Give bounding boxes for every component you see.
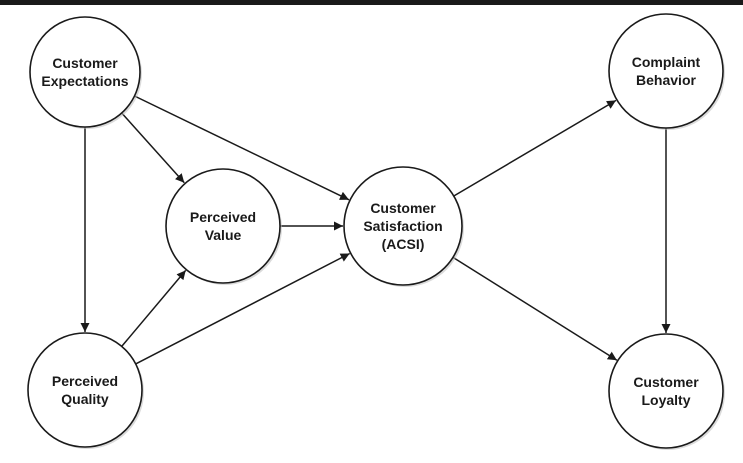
arrow-perceived-quality-to-customer-satisfaction bbox=[135, 252, 351, 365]
top-border-bar bbox=[0, 0, 743, 5]
node-circle bbox=[608, 333, 724, 449]
edges-layer bbox=[80, 95, 671, 365]
node-label-line: Complaint bbox=[632, 54, 701, 70]
node-label-line: Loyalty bbox=[641, 392, 690, 408]
nodes-layer: CustomerExpectationsPerceivedValuePercei… bbox=[27, 13, 725, 450]
arrow-perceived-quality-to-perceived-value bbox=[121, 269, 187, 347]
node-circle bbox=[29, 16, 141, 128]
node-label-line: Perceived bbox=[52, 373, 118, 389]
node-circle bbox=[608, 13, 724, 129]
node-label-line: (ACSI) bbox=[382, 236, 425, 252]
node-label-line: Expectations bbox=[41, 73, 128, 89]
arrow-customer-satisfaction-to-customer-loyalty bbox=[452, 256, 618, 361]
node-label-line: Quality bbox=[61, 391, 109, 407]
arrow-customer-expectations-to-customer-satisfaction bbox=[134, 95, 350, 201]
arrow-customer-satisfaction-to-complaint-behavior bbox=[453, 99, 617, 197]
node-label-line: Customer bbox=[633, 374, 699, 390]
node-label-line: Perceived bbox=[190, 209, 256, 225]
arrow-customer-expectations-to-perceived-value bbox=[121, 112, 185, 184]
node-label-line: Behavior bbox=[636, 72, 696, 88]
node-label-line: Value bbox=[205, 227, 242, 243]
node-circle bbox=[27, 332, 143, 448]
node-circle bbox=[343, 166, 463, 286]
node-label-line: Customer bbox=[52, 55, 118, 71]
node-label-line: Customer bbox=[370, 200, 436, 216]
node-circle bbox=[165, 168, 281, 284]
node-label-line: Satisfaction bbox=[363, 218, 442, 234]
